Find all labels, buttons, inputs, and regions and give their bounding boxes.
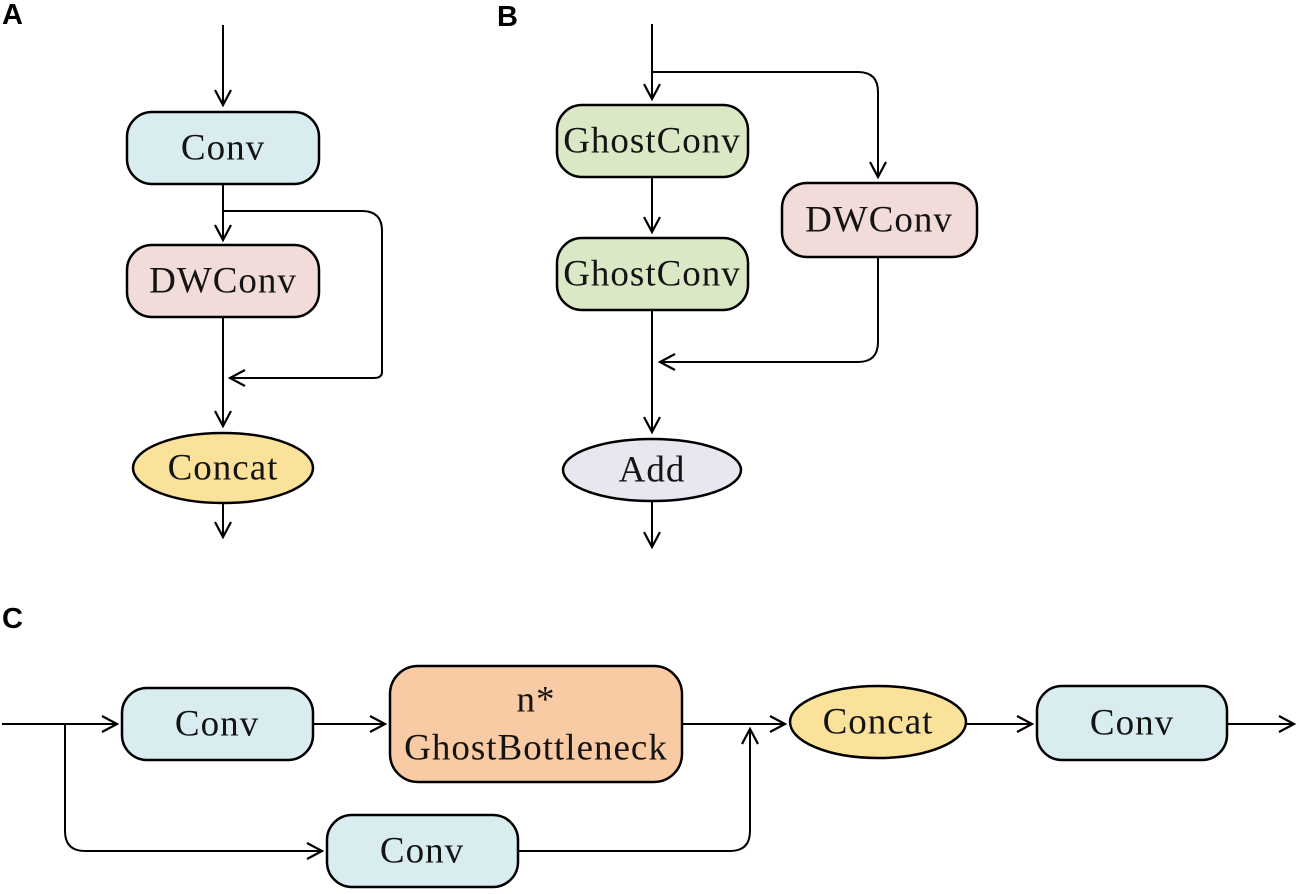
- ghostconv2-block-b-label: GhostConv: [563, 254, 741, 295]
- panel-b-label: B: [497, 1, 518, 33]
- branch-to-dwconv-b: [652, 71, 887, 180]
- conv-shortcut-block-c: [325, 813, 520, 889]
- dwconv-return-b: [657, 257, 879, 371]
- concat-node-c: [788, 684, 968, 760]
- ghostconv2-block-b: [555, 236, 750, 312]
- panel-a: A Conv DWConv Concat: [2, 0, 383, 540]
- concat-node-a-label: Concat: [168, 448, 279, 489]
- conv-in-block-c: [120, 686, 315, 762]
- ghostconv1-block-b: [555, 103, 750, 179]
- conv-out-block-c-label: Conv: [1090, 703, 1174, 744]
- ghost-bottleneck-line1-label: n*: [517, 680, 556, 721]
- ghost-bottleneck-block-c: [388, 664, 684, 784]
- panel-c-label: C: [2, 603, 23, 635]
- conv-in-block-c-label: Conv: [175, 704, 259, 745]
- dwconv-block-b: [780, 181, 979, 259]
- ghostconv1-block-b-label: GhostConv: [563, 121, 741, 162]
- skip-connection-a: [223, 210, 383, 387]
- panel-a-label: A: [2, 0, 23, 31]
- shortcut-return-c: [518, 726, 759, 852]
- dwconv-block-b-label: DWConv: [805, 200, 953, 241]
- branch-to-shortcut-conv-c: [64, 724, 325, 860]
- dwconv-block-a: [125, 243, 321, 319]
- add-node-b-label: Add: [619, 450, 686, 491]
- add-node-b: [561, 437, 743, 503]
- concat-node-c-label: Concat: [823, 702, 934, 743]
- conv-block-a: [125, 110, 321, 186]
- panel-c: C Conv n* GhostBottleneck Conv Concat Co…: [2, 603, 1297, 889]
- dwconv-block-a-label: DWConv: [149, 261, 297, 302]
- conv-shortcut-block-c-label: Conv: [380, 831, 464, 872]
- ghost-bottleneck-line2-label: GhostBottleneck: [404, 728, 668, 769]
- conv-out-block-c: [1035, 684, 1229, 762]
- concat-node-a: [131, 431, 315, 505]
- conv-block-a-label: Conv: [181, 128, 265, 169]
- panel-b: B GhostConv GhostConv DWConv Add: [497, 1, 979, 550]
